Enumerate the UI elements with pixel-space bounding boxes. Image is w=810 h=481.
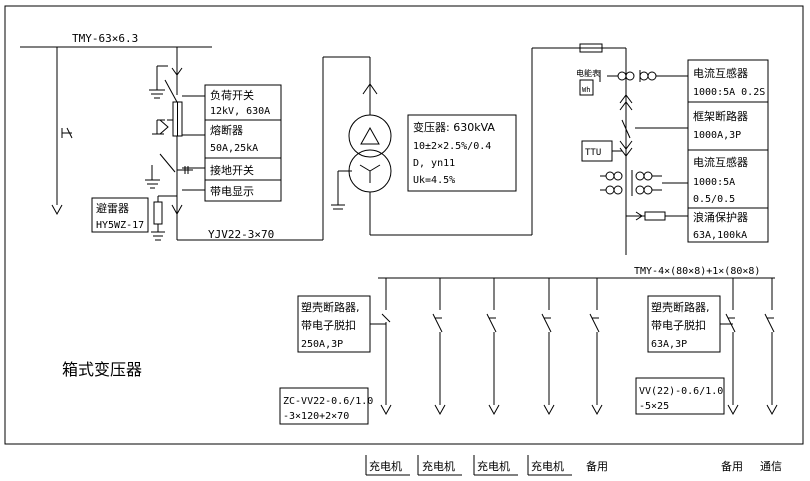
outgoing-label-4: 充电机 xyxy=(531,459,564,473)
transformer-label-box xyxy=(407,114,517,192)
diagram-title: 箱式变压器 xyxy=(62,360,142,379)
load-switch-blade xyxy=(164,79,178,103)
cable2-spec: VV(22)-0.6/1.0 xyxy=(639,386,723,397)
acb-rating: 1000A,3P xyxy=(693,130,741,141)
outgoing-label-7: 通信 xyxy=(760,460,782,473)
transformer-vector-group: D, yn11 xyxy=(413,158,455,169)
transformer-rating: 变压器: 630kVA xyxy=(413,120,495,134)
outgoing-label-2: 充电机 xyxy=(422,459,455,473)
transformer-primary-winding xyxy=(348,114,392,158)
outgoing-feeders xyxy=(380,278,778,416)
ct2-label: 电流互感器 xyxy=(693,155,748,169)
fuse-label: 熔断器 xyxy=(210,123,243,137)
cable1-label-box xyxy=(279,387,369,425)
delta-winding-icon xyxy=(360,126,380,145)
live-display-label: 带电显示 xyxy=(210,185,254,198)
meter-box-label: Wh xyxy=(582,86,590,94)
hv-cable-label: YJV22-3×70 xyxy=(208,228,274,241)
mccb-63a-label: 塑壳断路器, xyxy=(651,300,710,314)
arrester-label: 避雷器 xyxy=(96,201,129,215)
cable2-label-box xyxy=(635,377,725,415)
outgoing-label-1: 充电机 xyxy=(369,459,402,473)
acb-label: 框架断路器 xyxy=(693,109,748,123)
outgoing-label-3: 充电机 xyxy=(477,459,510,473)
lv-fuse-symbol xyxy=(579,43,603,53)
drawing-frame xyxy=(4,5,804,445)
outgoing-label-5: 备用 xyxy=(586,459,608,473)
fuse-rating: 50A,25kA xyxy=(210,143,258,154)
surge-arrester-symbol xyxy=(153,201,163,225)
acb-contact xyxy=(621,119,631,139)
incoming-cable-terminal xyxy=(51,204,63,216)
load-switch-label: 负荷开关 xyxy=(210,88,254,102)
arrester-label-box xyxy=(91,197,149,233)
arrester-model: HY5WZ-17 xyxy=(96,220,144,231)
earth-switch-label: 接地开关 xyxy=(210,163,254,177)
mccb-250a-trip: 带电子脱扣 xyxy=(301,318,356,332)
spd-label: 浪涌保护器 xyxy=(693,210,748,224)
transformer-impedance: Uk=4.5% xyxy=(413,175,455,186)
lv-busbar-label: TMY-4×(80×8)+1×(80×8) xyxy=(634,266,760,277)
ct1-symbol xyxy=(617,71,627,81)
cable1-size: -3×120+2×70 xyxy=(283,411,349,422)
cable1-spec: ZC-VV22-0.6/1.0 xyxy=(283,396,373,407)
meter-box xyxy=(579,79,594,96)
ct2-ratio: 1000:5A xyxy=(693,177,735,188)
hv-busbar-label: TMY-63×6.3 xyxy=(72,32,138,45)
ct2-symbol xyxy=(605,171,615,181)
mccb-63a-trip: 带电子脱扣 xyxy=(651,318,706,332)
hv-equipment-label-box xyxy=(204,84,282,202)
ttu-label: TTU xyxy=(585,148,601,158)
hv-terminal-arrow xyxy=(362,83,378,95)
outgoing-label-6: 备用 xyxy=(721,459,743,473)
transformer-ratio: 10±2×2.5%/0.4 xyxy=(413,141,491,152)
ct1-label: 电流互感器 xyxy=(693,66,748,80)
ct1-rating: 1000:5A 0.2S xyxy=(693,87,765,98)
mccb-63a-rating: 63A,3P xyxy=(651,339,687,350)
mccb-250a-rating: 250A,3P xyxy=(301,339,343,350)
load-switch-rating: 12kV, 630A xyxy=(210,106,270,117)
ct2-class: 0.5/0.5 xyxy=(693,194,735,205)
spd-symbol xyxy=(644,211,666,221)
lv-equipment-label-box xyxy=(687,59,769,243)
spd-rating: 63A,100kA xyxy=(693,230,747,241)
mccb-250a-label: 塑壳断路器, xyxy=(301,300,360,314)
cable2-size: -5×25 xyxy=(639,401,669,412)
meter-label: 电能表 xyxy=(576,68,600,78)
